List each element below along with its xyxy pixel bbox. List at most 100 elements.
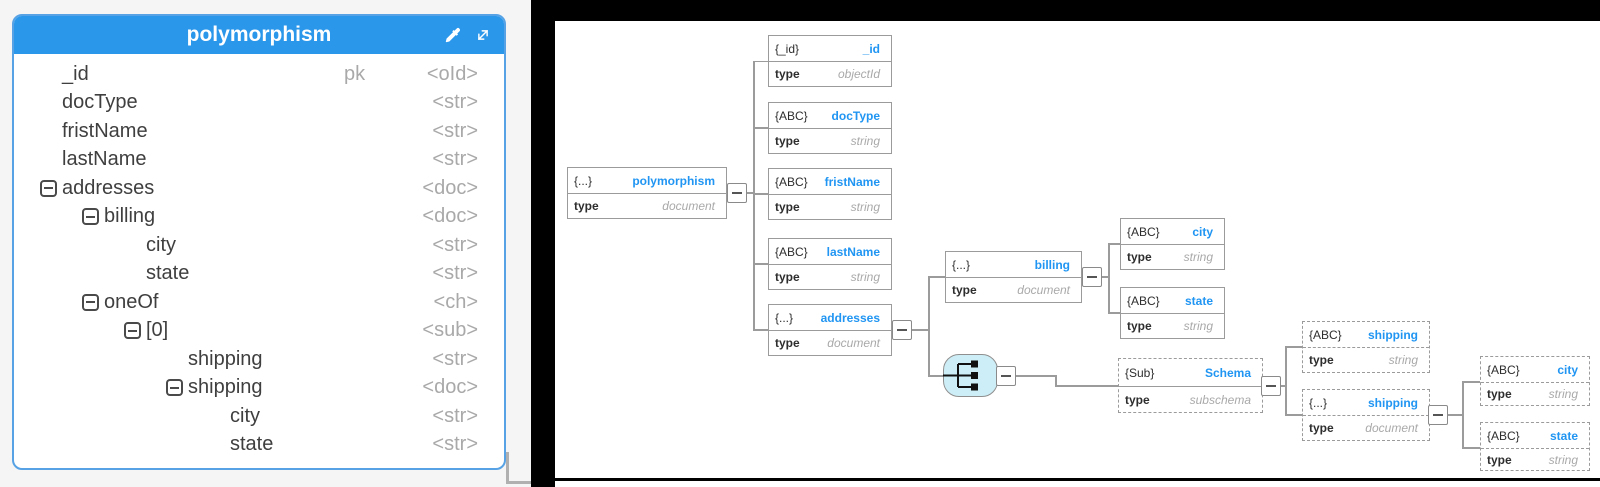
field-row-city[interactable]: city <str>	[14, 231, 504, 260]
field-row-oneOf[interactable]: oneOf<ch>	[14, 288, 504, 317]
node-name-link[interactable]: lastName	[826, 244, 880, 259]
connector-line	[753, 127, 768, 129]
field-name: city	[146, 233, 176, 256]
field-type-tag: <sub>	[422, 319, 478, 342]
node-name-link[interactable]: Schema	[1204, 365, 1251, 380]
connector-line	[1462, 447, 1480, 449]
canvas-frame	[555, 478, 1600, 481]
node-type-label: type	[1127, 319, 1152, 333]
field-name: city	[230, 404, 260, 427]
collapse-connector-addresses[interactable]	[892, 320, 912, 340]
collapse-connector-shipping-document[interactable]	[1428, 405, 1448, 425]
collapse-toggle-icon[interactable]	[82, 293, 99, 311]
node-type-value: string	[1183, 250, 1213, 264]
collapse-toggle-icon[interactable]	[40, 179, 57, 197]
collapse-toggle-icon[interactable]	[166, 379, 183, 397]
field-row-fristName[interactable]: fristName<str>	[14, 117, 504, 146]
entity-header[interactable]: polymorphism	[14, 16, 504, 54]
field-name: shipping	[188, 376, 263, 399]
connector-line	[1285, 414, 1302, 416]
collapse-connector-polymorphism[interactable]	[727, 183, 747, 203]
field-type-tag: <str>	[432, 233, 478, 256]
field-type-tag: <doc>	[422, 176, 478, 199]
connector-line	[928, 375, 943, 377]
collapse-connector-oneof-choice[interactable]	[996, 366, 1016, 386]
node-name-link[interactable]: addresses	[820, 310, 880, 325]
scrollbar-vertical[interactable]	[506, 452, 509, 483]
field-name: billing	[104, 205, 156, 228]
eyedropper-icon[interactable]	[443, 26, 462, 45]
node-name-link[interactable]: docType	[831, 108, 880, 123]
connector-line	[1285, 346, 1302, 348]
node-type-badge: {ABC}	[1487, 428, 1520, 443]
node-type-value: string	[850, 270, 880, 284]
node-name-link[interactable]: fristName	[824, 174, 880, 189]
primary-key-badge: pk	[344, 62, 366, 85]
node-type-value: string	[1548, 452, 1578, 467]
node-type-label: type	[1309, 353, 1334, 367]
field-type-tag: <str>	[432, 148, 478, 171]
node-name-link[interactable]: polymorphism	[632, 173, 715, 188]
field-row-addresses[interactable]: addresses<doc>	[14, 174, 504, 203]
field-row-city[interactable]: city<str>	[14, 402, 504, 431]
expand-diagonal-icon[interactable]	[474, 26, 492, 44]
field-row-docType[interactable]: docType<str>	[14, 89, 504, 118]
node-type-value: document	[1365, 421, 1418, 435]
collapse-toggle-icon[interactable]	[124, 322, 141, 340]
connector-line	[1281, 385, 1286, 387]
field-row-shipping[interactable]: shipping<str>	[14, 345, 504, 374]
field-name: shipping	[188, 347, 263, 370]
oneof-choice-icon[interactable]	[942, 354, 998, 397]
node-type-badge: {Sub}	[1125, 365, 1155, 380]
field-row-shipping[interactable]: shipping<doc>	[14, 374, 504, 403]
node-type-value: subschema	[1189, 392, 1251, 407]
node-type-value: string	[850, 134, 880, 148]
node-name-link[interactable]: city	[1192, 224, 1213, 239]
field-name: [0]	[146, 319, 169, 342]
collapse-connector-billing[interactable]	[1082, 267, 1102, 287]
node-type-value: string	[850, 200, 880, 214]
node-type-label: type	[574, 199, 599, 213]
collapse-connector-schema[interactable]	[1261, 376, 1281, 396]
field-row-billing[interactable]: billing <doc>	[14, 203, 504, 232]
node-type-label: type	[775, 134, 800, 148]
field-type-tag: <doc>	[422, 205, 478, 228]
field-row-lastName[interactable]: lastName <str>	[14, 146, 504, 175]
field-name: lastName	[62, 148, 147, 171]
node-name-link[interactable]: shipping	[1368, 395, 1418, 410]
node-name-link[interactable]: _id	[862, 41, 880, 56]
field-row-state[interactable]: state<str>	[14, 260, 504, 289]
connector-line	[753, 263, 768, 265]
node-name-link[interactable]: billing	[1034, 257, 1070, 272]
collapse-toggle-icon[interactable]	[82, 208, 99, 226]
connector-line	[1016, 375, 1056, 377]
field-type-tag: <str>	[432, 433, 478, 456]
node-name-link[interactable]: state	[1184, 293, 1213, 308]
scrollbar-horizontal[interactable]	[506, 481, 534, 484]
node-type-label: type	[775, 67, 800, 81]
field-row-state[interactable]: state<str>	[14, 431, 504, 460]
node-name-link[interactable]: state	[1549, 428, 1578, 443]
field-name: _id	[62, 62, 89, 85]
node-name-link[interactable]: city	[1557, 362, 1578, 377]
field-row-0[interactable]: [0] <sub>	[14, 317, 504, 346]
node-name-link[interactable]: shipping	[1368, 327, 1418, 342]
